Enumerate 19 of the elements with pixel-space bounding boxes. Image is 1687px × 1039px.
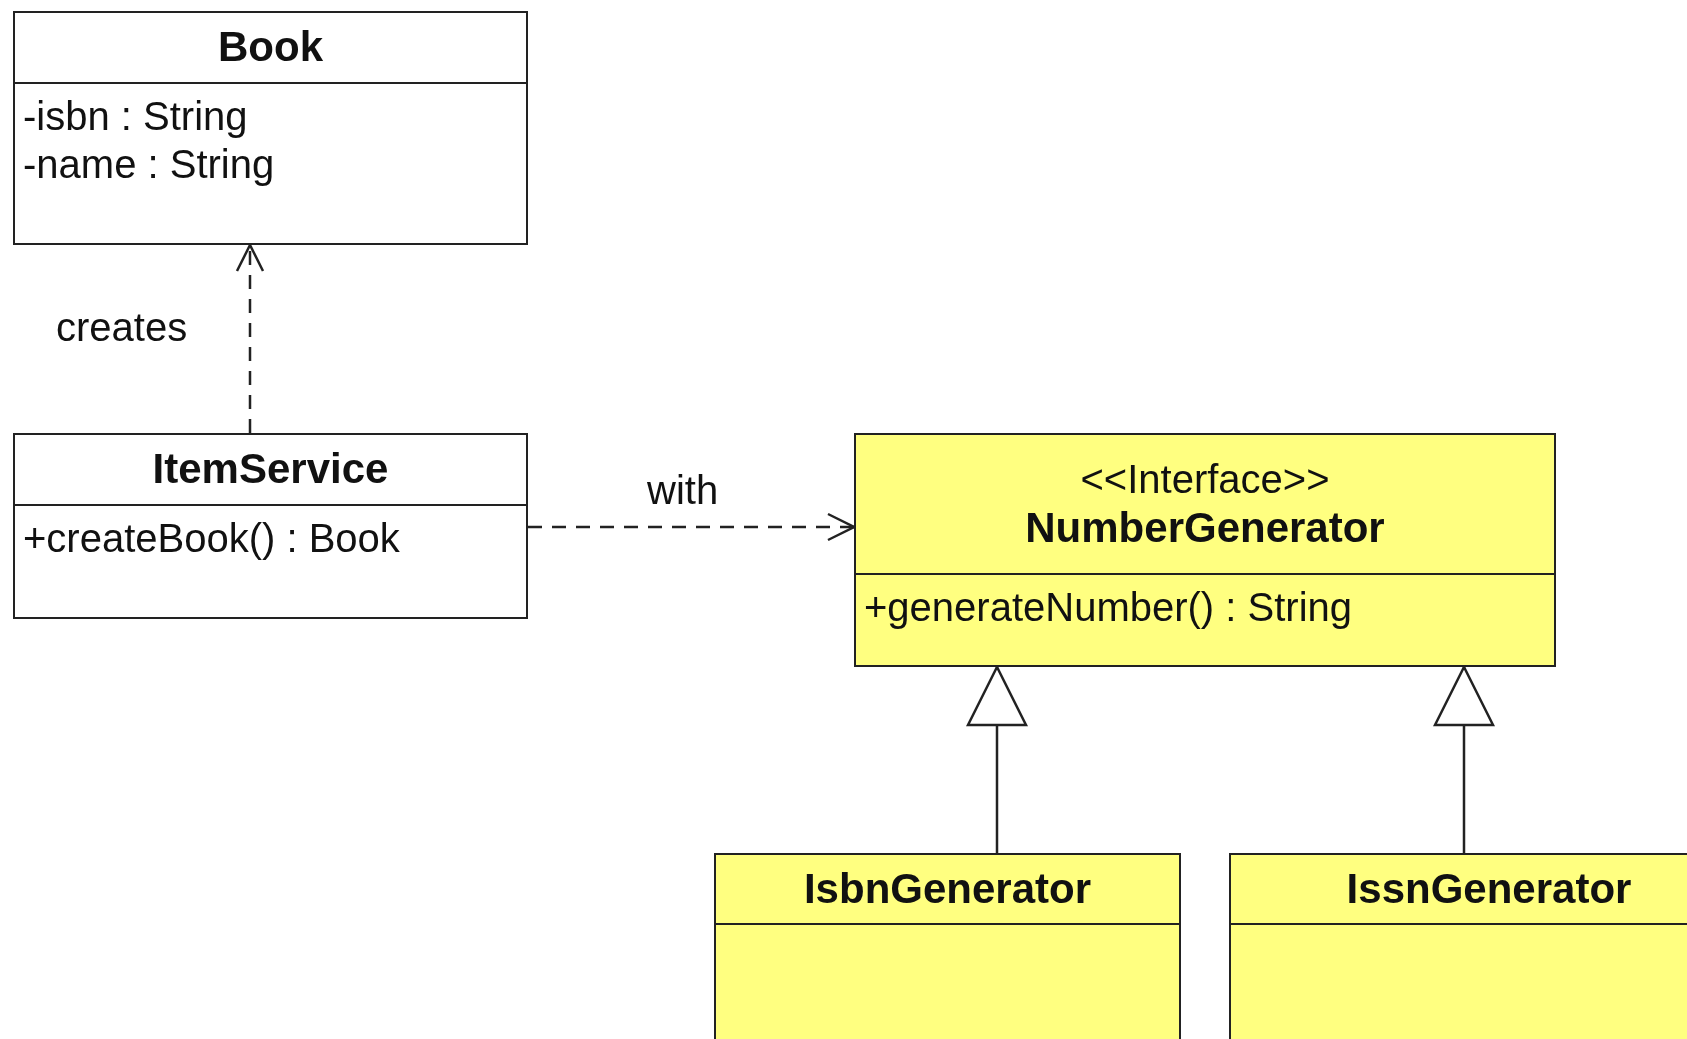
- method-text: +createBook() : Book: [22, 515, 401, 562]
- class-name: IsbnGenerator: [803, 863, 1092, 914]
- class-name: Book: [218, 22, 323, 73]
- attribute-text: -isbn : String: [22, 93, 249, 140]
- class-box: [13, 11, 528, 245]
- method-text: +generateNumber() : String: [863, 584, 1353, 631]
- attribute-text: -name : String: [22, 141, 276, 188]
- class-box: [1229, 853, 1687, 1039]
- dependency-arrow: [528, 512, 856, 542]
- generalization-arrow: [966, 665, 1028, 853]
- dependency-arrow: [235, 243, 265, 433]
- interface-box: [854, 433, 1556, 667]
- class-name: NumberGenerator: [1025, 502, 1385, 553]
- stereotype: <<Interface>>: [1080, 455, 1330, 503]
- class-name: ItemService: [152, 444, 389, 495]
- class-box: [714, 853, 1181, 1039]
- class-name: IssnGenerator: [1346, 863, 1632, 914]
- class-box: [13, 433, 528, 619]
- generalization-arrow: [1433, 665, 1495, 853]
